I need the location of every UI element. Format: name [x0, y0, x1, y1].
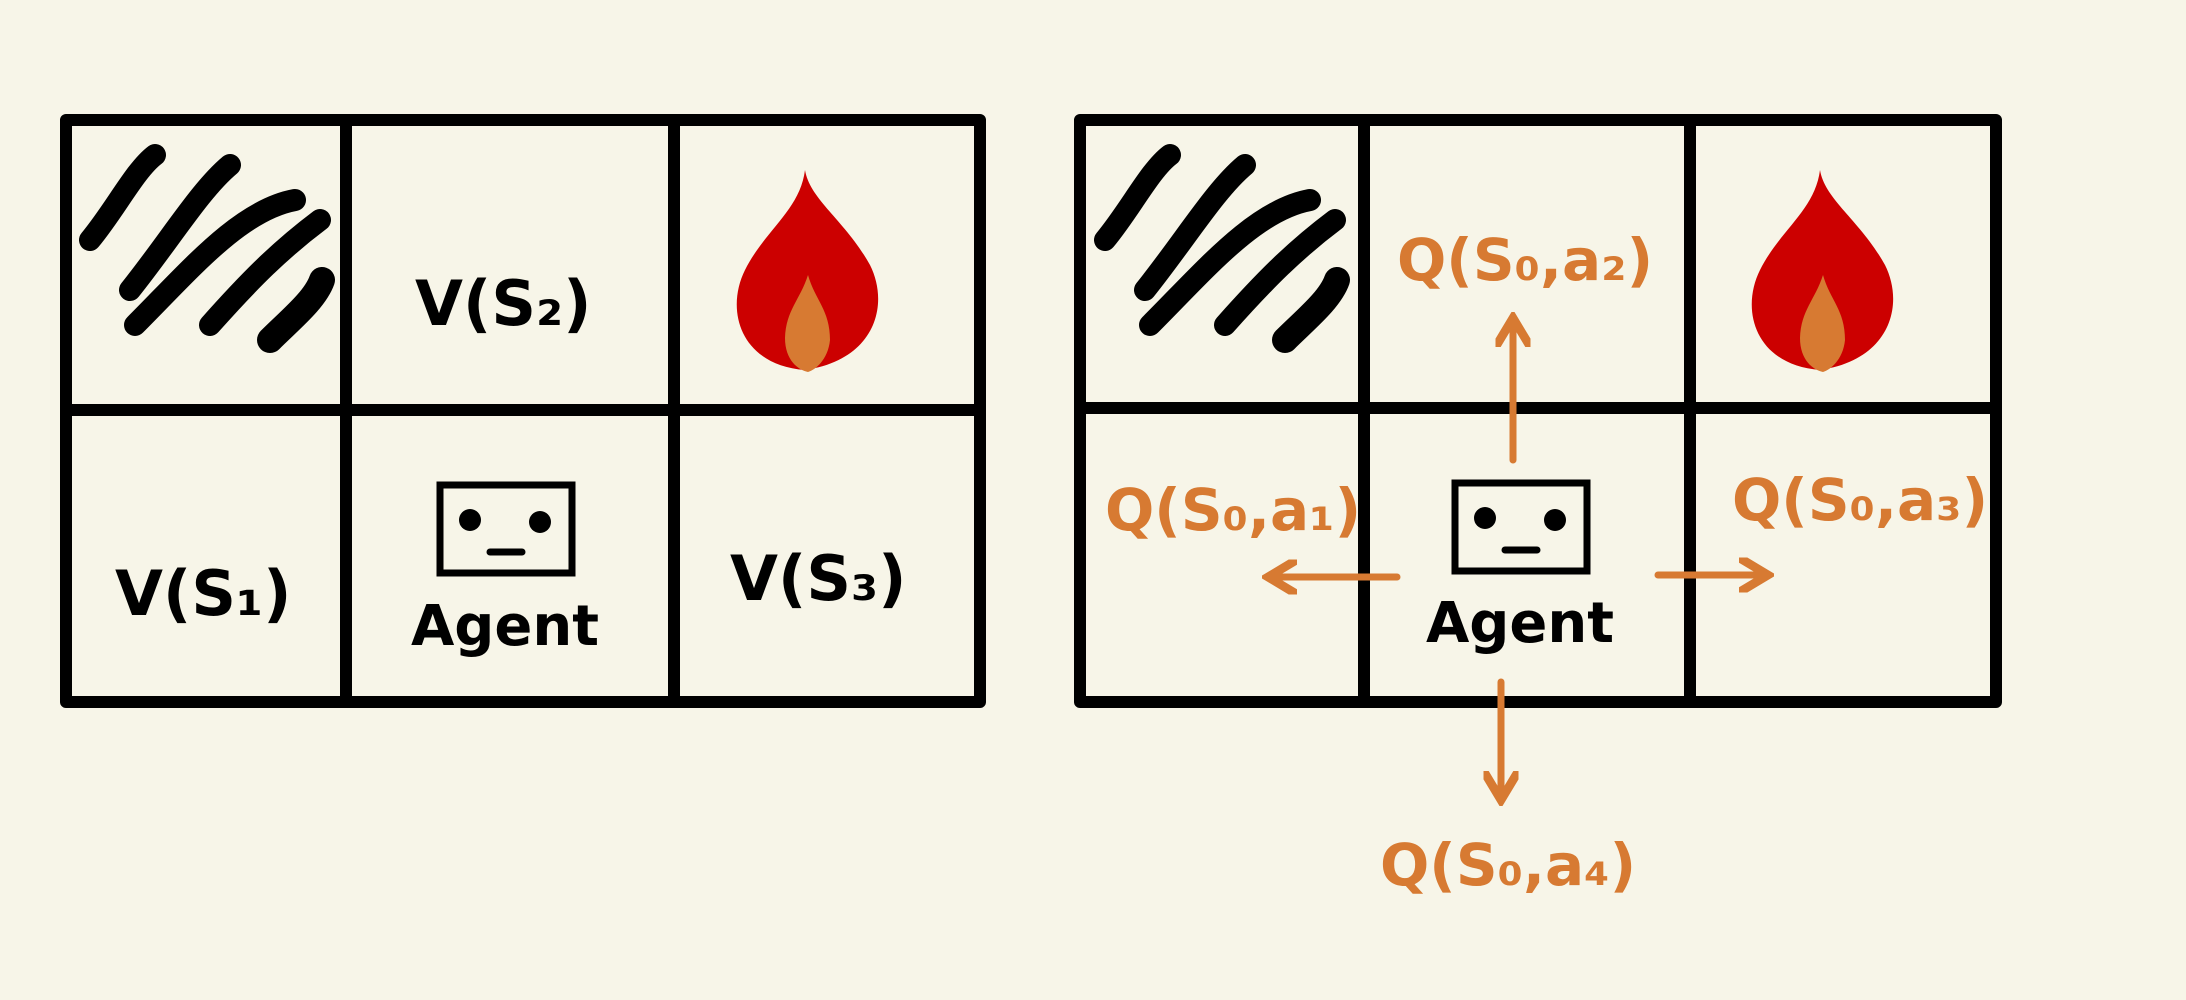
q-label-right: Q(S₀,a₃): [1732, 466, 1988, 534]
fire-icon: [1751, 170, 1894, 372]
q-label-down: Q(S₀,a₄): [1380, 831, 1636, 899]
robot-icon: [1455, 483, 1587, 571]
right-grid: Agent Q(S₀,a₂) Q(S₀,a₁) Q(S₀,a₃) Q(S₀,a₄…: [1074, 114, 2002, 899]
value-label-s2: V(S₂): [415, 267, 591, 340]
left-grid: V(S₂) V(S₁) V(S₃) Agent: [60, 114, 986, 708]
wall-icon: [1105, 155, 1337, 340]
value-label-s3: V(S₃): [730, 542, 906, 615]
robot-icon: [440, 485, 572, 573]
q-label-up: Q(S₀,a₂): [1397, 226, 1653, 294]
value-label-s1: V(S₁): [115, 557, 291, 630]
agent-label: Agent: [1426, 591, 1614, 656]
fire-icon: [736, 170, 879, 372]
wall-icon: [90, 155, 322, 340]
agent-label: Agent: [411, 594, 599, 659]
q-label-left: Q(S₀,a₁): [1105, 476, 1361, 544]
